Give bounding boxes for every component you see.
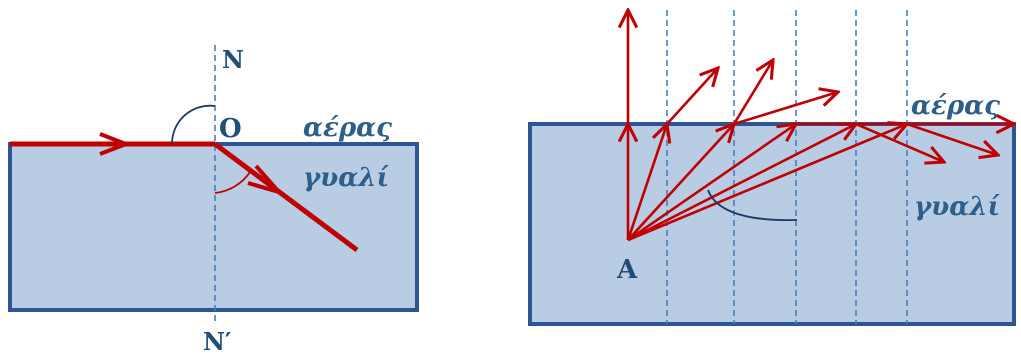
right-refracted-ray-3 xyxy=(732,60,773,125)
right-reflected-ray-2 xyxy=(906,122,998,155)
right-glass-block xyxy=(528,122,1016,326)
left-refracted-ray xyxy=(213,141,359,253)
left-incidence-angle-arc xyxy=(171,104,216,145)
right-internal-ray-4 xyxy=(627,124,796,242)
left-point-label: O xyxy=(219,114,242,144)
right-air-label: αέρας xyxy=(911,91,1000,121)
left-critical-angle-arc xyxy=(214,171,251,194)
left-incident-arrowhead xyxy=(99,132,132,156)
right-critical-angle-arc xyxy=(707,189,798,221)
left-diagram: N O αέρας γυαλί N′ xyxy=(8,45,419,356)
left-normal-top-label: N xyxy=(222,45,244,74)
right-refracted-ray-2 xyxy=(666,68,718,125)
left-air-label: αέρας xyxy=(303,113,392,143)
left-glass-label: γυαλί xyxy=(303,163,389,193)
right-internal-ray-6 xyxy=(627,124,907,242)
left-normal-bottom-label: N′ xyxy=(203,327,231,356)
left-glass-block xyxy=(8,142,419,312)
right-source-label: A xyxy=(616,255,638,285)
right-reflected-ray-1 xyxy=(855,122,944,162)
right-internal-ray-2 xyxy=(626,124,667,241)
right-internal-ray-5 xyxy=(627,124,856,242)
right-internal-ray-3 xyxy=(627,124,734,241)
right-glass-label: γυαλί xyxy=(914,192,1000,222)
right-diagram: A αέρας γυαλί xyxy=(528,10,1016,326)
right-refracted-ray-4 xyxy=(733,92,838,126)
left-refracted-arrowhead xyxy=(247,164,286,196)
